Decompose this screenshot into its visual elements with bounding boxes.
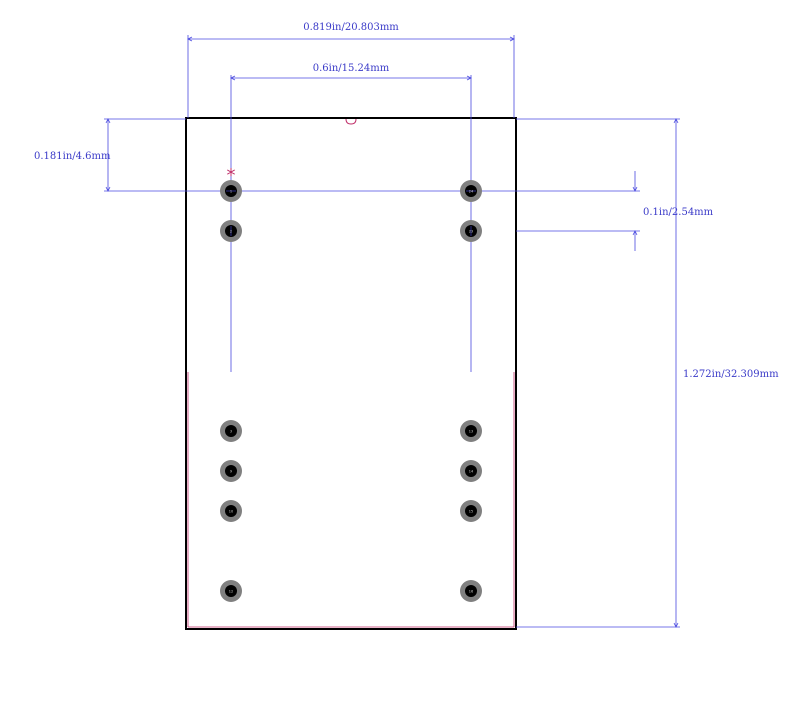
pad-left-12: 12 — [220, 580, 242, 602]
pin-number: 16 — [469, 589, 473, 593]
pin-number: 3 — [230, 429, 232, 433]
pin-pitch-label: 0.1in/2.54mm — [643, 207, 714, 218]
overall-width-label: 0.819in/20.803mm — [303, 22, 399, 33]
top-offset-label: 0.181in/4.6mm — [34, 151, 111, 162]
pad-left-2: 2 — [220, 220, 242, 242]
component-outline — [185, 117, 517, 630]
pin-number: 9 — [230, 469, 232, 473]
pin-number: 13 — [469, 429, 473, 433]
pin-number: 1 — [230, 189, 232, 193]
pad-right-13: 13 — [460, 420, 482, 442]
pad-right-23: 23 — [460, 220, 482, 242]
pad-left-1: 1 — [220, 180, 242, 202]
pin-number: 15 — [469, 509, 473, 513]
pin-number: 24 — [469, 189, 474, 193]
pad-right-15: 15 — [460, 500, 482, 522]
pin1-marker: * — [227, 165, 236, 186]
row-spacing-label: 0.6in/15.24mm — [313, 63, 390, 74]
overall-width-dimension — [187, 35, 515, 118]
pin-number: 14 — [469, 469, 474, 473]
pad-left-3: 3 — [220, 420, 242, 442]
pin-number: 12 — [229, 589, 233, 593]
pad-right-24: 24 — [460, 180, 482, 202]
pad-right-16: 16 — [460, 580, 482, 602]
pin-pitch-dimension — [516, 171, 640, 251]
overall-height-dimension — [516, 118, 680, 628]
pad-left-10: 10 — [220, 500, 242, 522]
row-spacing-dimension — [230, 75, 472, 81]
pin-number: 10 — [229, 509, 233, 513]
orientation-notch — [345, 118, 357, 125]
pad-right-14: 14 — [460, 460, 482, 482]
overall-height-label: 1.272in/32.309mm — [683, 369, 779, 380]
top-offset-dimension — [104, 118, 640, 192]
pad-left-9: 9 — [220, 460, 242, 482]
pin-number: 2 — [230, 229, 232, 233]
pin-number: 23 — [469, 229, 473, 233]
